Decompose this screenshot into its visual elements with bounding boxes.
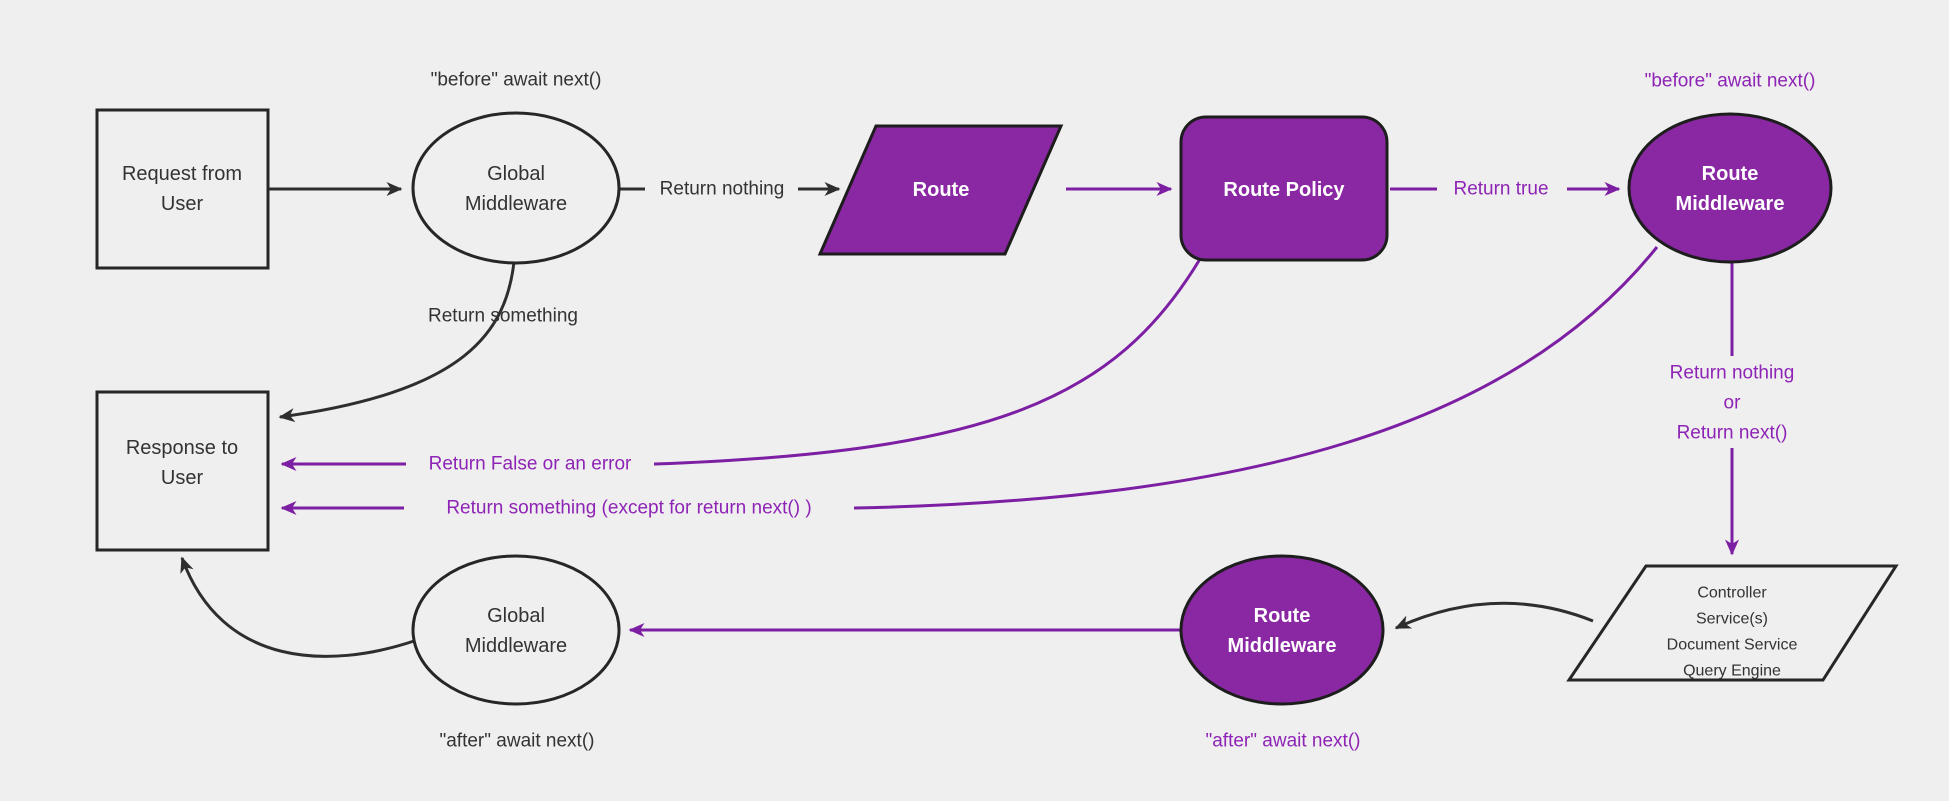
edge-return-something-except-to-response xyxy=(280,246,1659,515)
controller-label-line2: Service(s) xyxy=(1696,611,1768,628)
route-middleware-bottom-shape xyxy=(1179,554,1385,706)
route-node-shape xyxy=(817,124,1064,256)
return-true-label: Return true xyxy=(1453,179,1548,200)
return-false-label-bg xyxy=(406,449,654,479)
return-nothing-or-label-line2: or xyxy=(1724,393,1742,414)
controller-label-line3: Document Service xyxy=(1667,637,1798,654)
edge-global-middleware-to-response xyxy=(180,556,415,658)
request-node-label-line1: Request from xyxy=(122,163,242,185)
return-nothing-label: Return nothing xyxy=(660,179,785,200)
edge-return-false-to-response xyxy=(280,258,1202,471)
before-await-next-purple-label: "before" await next() xyxy=(1645,71,1816,92)
return-something-except-label: Return something (except for return next… xyxy=(446,498,811,519)
response-node-label-line2: User xyxy=(161,467,204,489)
return-true-label-bg xyxy=(1437,175,1567,203)
return-something-except-label-bg xyxy=(404,493,854,523)
controller-node-shape xyxy=(1566,564,1899,682)
route-middleware-top-shape xyxy=(1627,112,1833,264)
global-middleware-top-label-line2: Middleware xyxy=(465,193,567,215)
route-policy-node: Route Policy xyxy=(1179,115,1389,262)
request-node-label-line2: User xyxy=(161,193,204,215)
global-middleware-top-shape xyxy=(411,111,621,265)
global-middleware-bottom-label-line1: Global xyxy=(487,605,545,627)
route-middleware-bottom-label-line2: Middleware xyxy=(1228,635,1337,657)
return-false-label: Return False or an error xyxy=(429,454,632,475)
route-policy-label: Route Policy xyxy=(1223,179,1345,201)
return-nothing-label-bg xyxy=(645,175,798,203)
global-middleware-top-node: Global Middleware xyxy=(411,111,621,265)
request-node: Request from User xyxy=(95,108,270,270)
edge-controller-to-route-middleware xyxy=(1394,601,1594,630)
controller-label-line1: Controller xyxy=(1697,585,1767,602)
return-something-label: Return something xyxy=(428,306,578,327)
return-nothing-or-label-line3: Return next() xyxy=(1677,423,1788,444)
route-policy-shape xyxy=(1179,115,1389,262)
global-middleware-bottom-label-line2: Middleware xyxy=(465,635,567,657)
global-middleware-top-label-line1: Global xyxy=(487,163,545,185)
global-middleware-bottom-shape xyxy=(411,554,621,706)
after-await-next-black-label: "after" await next() xyxy=(440,731,595,752)
edge-return-something-to-response xyxy=(278,261,516,423)
after-await-next-purple-label: "after" await next() xyxy=(1206,731,1361,752)
route-middleware-top-node: Route Middleware xyxy=(1627,112,1833,264)
route-middleware-bottom-node: Route Middleware xyxy=(1179,554,1385,706)
route-node-label: Route xyxy=(913,179,970,201)
controller-label-line4: Query Engine xyxy=(1683,663,1781,680)
controller-node: Controller Service(s) Document Service Q… xyxy=(1566,564,1899,682)
return-nothing-or-label-bg xyxy=(1643,356,1821,448)
request-node-shape xyxy=(95,108,270,270)
route-middleware-top-label-line1: Route xyxy=(1702,163,1759,185)
route-middleware-bottom-label-line1: Route xyxy=(1254,605,1311,627)
before-await-next-black-label: "before" await next() xyxy=(431,70,602,91)
response-node-label-line1: Response to xyxy=(126,437,238,459)
response-node: Response to User xyxy=(95,390,270,552)
global-middleware-bottom-node: Global Middleware xyxy=(411,554,621,706)
route-middleware-top-label-line2: Middleware xyxy=(1676,193,1785,215)
route-node: Route xyxy=(817,124,1064,256)
return-nothing-or-label-line1: Return nothing xyxy=(1670,363,1795,384)
response-node-shape xyxy=(95,390,270,552)
